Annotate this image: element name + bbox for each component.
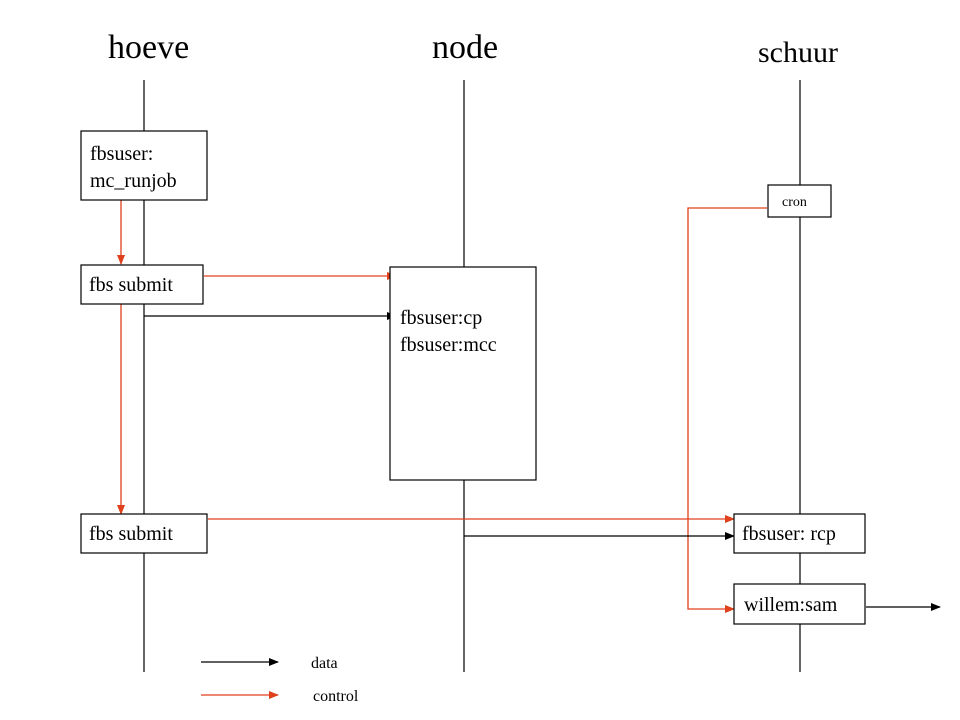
box-sam: willem:sam	[733, 583, 866, 625]
lane-title-node: node	[432, 29, 498, 66]
box-fbs-submit-2-label: fbs submit	[89, 523, 173, 545]
box-node-process: fbsuser:cp fbsuser:mcc	[389, 266, 537, 481]
box-node-process-line1: fbsuser:cp	[400, 307, 482, 329]
box-rcp-label: fbsuser: rcp	[742, 523, 836, 545]
box-cron-label: cron	[782, 195, 807, 210]
box-cron: cron	[767, 184, 832, 218]
lane-title-hoeve: hoeve	[108, 29, 189, 66]
legend-data-label: data	[311, 655, 338, 672]
legend-control-label: control	[313, 688, 359, 705]
box-mc-runjob-line2: mc_runjob	[90, 170, 177, 192]
legend: data control	[201, 655, 359, 705]
box-mc-runjob-line1: fbsuser:	[90, 143, 153, 165]
box-node-process-line2: fbsuser:mcc	[400, 334, 497, 356]
box-rcp: fbsuser: rcp	[733, 513, 866, 554]
control-arrow-cron-to-sam	[687, 207, 767, 613]
lane-title-schuur: schuur	[758, 36, 838, 69]
box-sam-label: willem:sam	[744, 594, 838, 616]
box-fbs-submit-1-label: fbs submit	[89, 274, 173, 296]
box-fbs-submit-2: fbs submit	[80, 513, 208, 554]
box-mc-runjob: fbsuser: mc_runjob	[80, 130, 208, 201]
box-fbs-submit-1: fbs submit	[80, 264, 204, 305]
